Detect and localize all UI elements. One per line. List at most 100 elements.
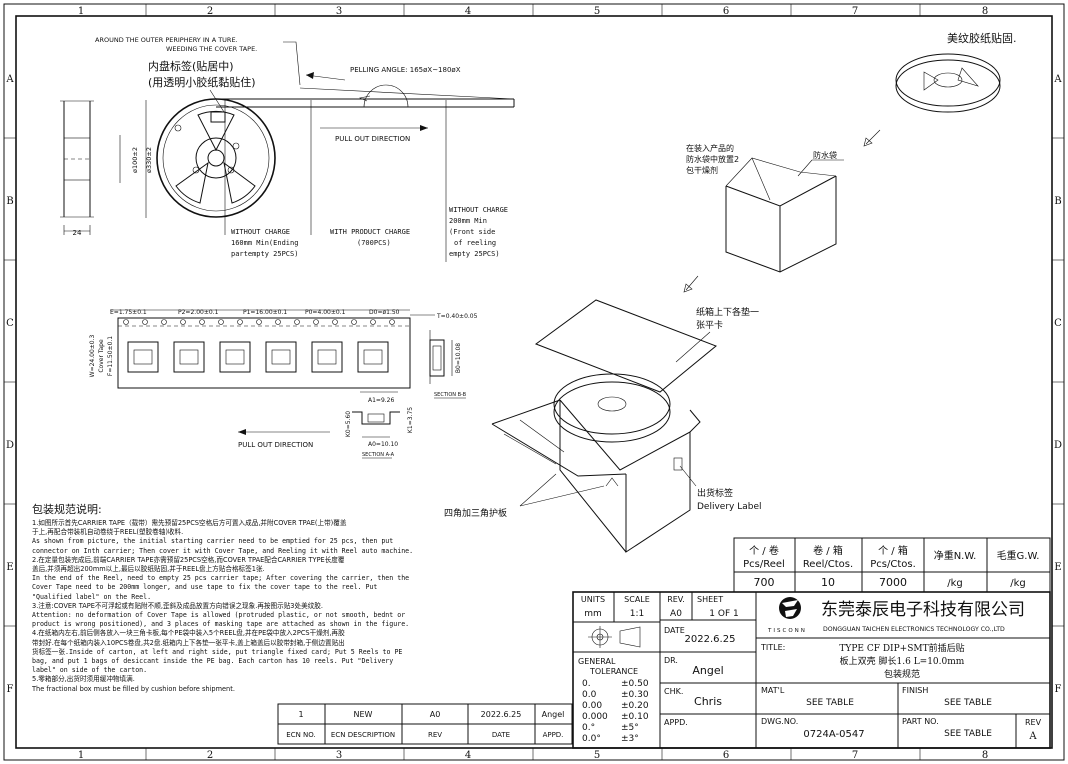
notes-line: 盖后,并须再超出200mm以上,最后以胶纸贴固,并于REEL盘上方贴合格标签1张… bbox=[32, 565, 265, 574]
tol-val-4: ±5° bbox=[621, 723, 639, 733]
rev-header-date: DATE bbox=[492, 731, 510, 739]
dim-d0: D0=ø1.50 bbox=[369, 309, 400, 316]
segment-2-line-2: (700PCS) bbox=[357, 239, 391, 247]
tol-fmt-4: 0.° bbox=[582, 723, 595, 733]
title-block: UNITS mm SCALE 1:1 REV. A0 SHEET 1 OF 1 … bbox=[572, 591, 1051, 749]
tol-fmt-1: 0.0 bbox=[582, 690, 597, 700]
reel-pull-out-direction: PULL OUT DIRECTION bbox=[335, 135, 410, 143]
row-b-left: B bbox=[6, 196, 13, 207]
tol-val-3: ±0.10 bbox=[621, 712, 649, 722]
col-2-top: 2 bbox=[207, 6, 213, 17]
rev-header-desc: ECN DESCRIPTION bbox=[331, 731, 395, 739]
notes-line: label" on side of the carton. bbox=[32, 666, 148, 675]
notes-line: "Qualified label" on the Reel. bbox=[32, 592, 152, 601]
rev-header-appd: APPD. bbox=[543, 731, 564, 739]
title-label: TITLE: bbox=[760, 643, 785, 652]
section-bb-label: SECTION B-B bbox=[434, 392, 467, 398]
segment-3-line-3: (Front side bbox=[449, 228, 495, 236]
notes-line: 5.零箱部分,出货时须用缓冲物填满. bbox=[32, 675, 135, 684]
part-number-value: SEE TABLE bbox=[944, 729, 992, 739]
rev-ecn-no: 1 bbox=[298, 710, 303, 719]
general-tolerance-label-1: GENERAL bbox=[578, 657, 616, 666]
row-f-right: F bbox=[1055, 684, 1062, 695]
tape-pockets bbox=[127, 341, 389, 373]
waterproof-bag-note: 防水袋 bbox=[813, 150, 837, 160]
notes-line: 1.如图所示首先CARRIER TAPE（载带）需先预留25PCS空格后方可置入… bbox=[32, 519, 347, 527]
col-8-bottom: 8 bbox=[982, 750, 988, 761]
rev-2-label: REV bbox=[1025, 718, 1042, 727]
shipping-label-note-cn: 出货标签 bbox=[697, 487, 733, 499]
reel-ctos-value: 10 bbox=[821, 576, 835, 589]
rev-header-rev: REV bbox=[428, 731, 442, 739]
row-e-left: E bbox=[6, 562, 13, 573]
rev-header-ecn: ECN NO. bbox=[286, 731, 315, 739]
masking-tape-note: 美纹胶纸贴固. bbox=[947, 31, 1017, 45]
col-7-bottom: 7 bbox=[852, 750, 858, 761]
pcs-reel-header-cn: 个 / 卷 bbox=[749, 544, 779, 557]
dim-t: T=0.40±0.05 bbox=[436, 313, 478, 320]
checked-by-label: CHK. bbox=[664, 687, 683, 696]
segment-1-line-2: 160mm Min(Ending bbox=[231, 239, 298, 247]
packing-notes: 包装规范说明: 1.如图所示首先CARRIER TAPE（载带）需先预留25PC… bbox=[32, 502, 477, 694]
reel-diameter-dim: ø330±2 bbox=[145, 147, 153, 173]
desiccant-note-3: 包干燥剂 bbox=[686, 165, 718, 175]
pcs-reel-value: 700 bbox=[754, 576, 775, 589]
checked-by-value: Chris bbox=[694, 695, 722, 708]
reel-side-view: 24 bbox=[60, 100, 94, 237]
pe-bag-box bbox=[725, 157, 837, 273]
rev-label: REV. bbox=[667, 595, 685, 604]
hub-diameter-dim: ø100±2 bbox=[131, 147, 139, 173]
tol-fmt-5: 0.0° bbox=[582, 734, 601, 744]
tol-val-1: ±0.30 bbox=[621, 690, 649, 700]
section-aa-label: SECTION A-A bbox=[362, 452, 395, 458]
packed-reel-iso bbox=[895, 53, 1001, 113]
revision-table: 1 NEW A0 2022.6.25 Angel ECN NO. ECN DES… bbox=[277, 703, 573, 745]
reel-ctos-header-en: Reel/Ctos. bbox=[803, 559, 853, 570]
rev-approved: Angel bbox=[542, 710, 565, 719]
cardboard-note-1: 纸箱上下各垫一 bbox=[696, 306, 759, 318]
scale-label: SCALE bbox=[624, 595, 650, 604]
sheet-label: SHEET bbox=[697, 595, 723, 604]
notes-line: connector on Inth carrier; Then cover it… bbox=[32, 546, 414, 555]
finish-label: FINISH bbox=[902, 686, 928, 695]
col-4-bottom: 4 bbox=[465, 750, 471, 761]
dim-e: E=1.75±0.1 bbox=[110, 309, 147, 316]
segment-3-title: WITHOUT CHARGE bbox=[449, 206, 508, 214]
col-5-bottom: 5 bbox=[594, 750, 600, 761]
pcs-ctos-header-en: Pcs/Ctos. bbox=[870, 559, 916, 570]
segment-3-line-2: 200mm Min bbox=[449, 217, 487, 225]
section-aa: K0=5.60 K1=3.75 A0=10.10 SECTION A-A bbox=[345, 407, 414, 459]
row-a-right: A bbox=[1053, 74, 1062, 85]
carrier-tape-view: E=1.75±0.1 P2=2.00±0.1 P1=16.00±0.1 P0=4… bbox=[89, 309, 478, 459]
rev-2-value: A bbox=[1028, 731, 1037, 742]
dim-p0: P0=4.00±0.1 bbox=[305, 309, 346, 316]
row-e-right: E bbox=[1054, 562, 1061, 573]
company-name-cn: 东莞泰辰电子科技有限公司 bbox=[821, 600, 1025, 620]
gross-weight-header: 毛重G.W. bbox=[997, 549, 1040, 562]
row-a-left: A bbox=[5, 74, 14, 85]
corner-guard-note: 四角加三角护板 bbox=[444, 507, 507, 519]
dim-k0: K0=5.60 bbox=[345, 411, 352, 437]
segment-3-line-4: of reeling bbox=[454, 239, 496, 247]
dim-a0: A0=10.10 bbox=[368, 441, 398, 448]
col-7-top: 7 bbox=[852, 6, 858, 17]
rev-description: NEW bbox=[354, 710, 373, 719]
cover-tape-label: Cover Tape bbox=[98, 339, 105, 373]
reel-label-note-cn-2: (用透明小胶纸黏贴住) bbox=[148, 75, 256, 89]
notes-line: In the end of the Reel, need to empty 25… bbox=[32, 574, 410, 583]
reel-ctos-header-cn: 卷 / 箱 bbox=[813, 544, 843, 557]
dim-f: F=11.50±0.1 bbox=[107, 336, 114, 376]
pcs-reel-header-en: Pcs/Reel bbox=[743, 559, 785, 570]
col-1-bottom: 1 bbox=[78, 750, 84, 761]
notes-line: product is wrong positioned), and 3 plac… bbox=[32, 620, 410, 629]
notes-line: Cover Tape need to be 200mm longer, and … bbox=[32, 583, 378, 592]
notes-line: 2.在定量包装完成后,前端CARRIER TAPE亦需预留25PCS空格,而CO… bbox=[32, 555, 345, 564]
units-label: UNITS bbox=[581, 595, 605, 604]
reel-label-note-cn-1: 内盘标签(贴居中) bbox=[148, 59, 234, 73]
col-6-bottom: 6 bbox=[723, 750, 729, 761]
tape-leader bbox=[216, 72, 515, 262]
section-bb: B0=10.08 SECTION B-B bbox=[429, 330, 467, 399]
sprocket-holes bbox=[123, 319, 395, 325]
tol-val-5: ±3° bbox=[621, 734, 639, 744]
